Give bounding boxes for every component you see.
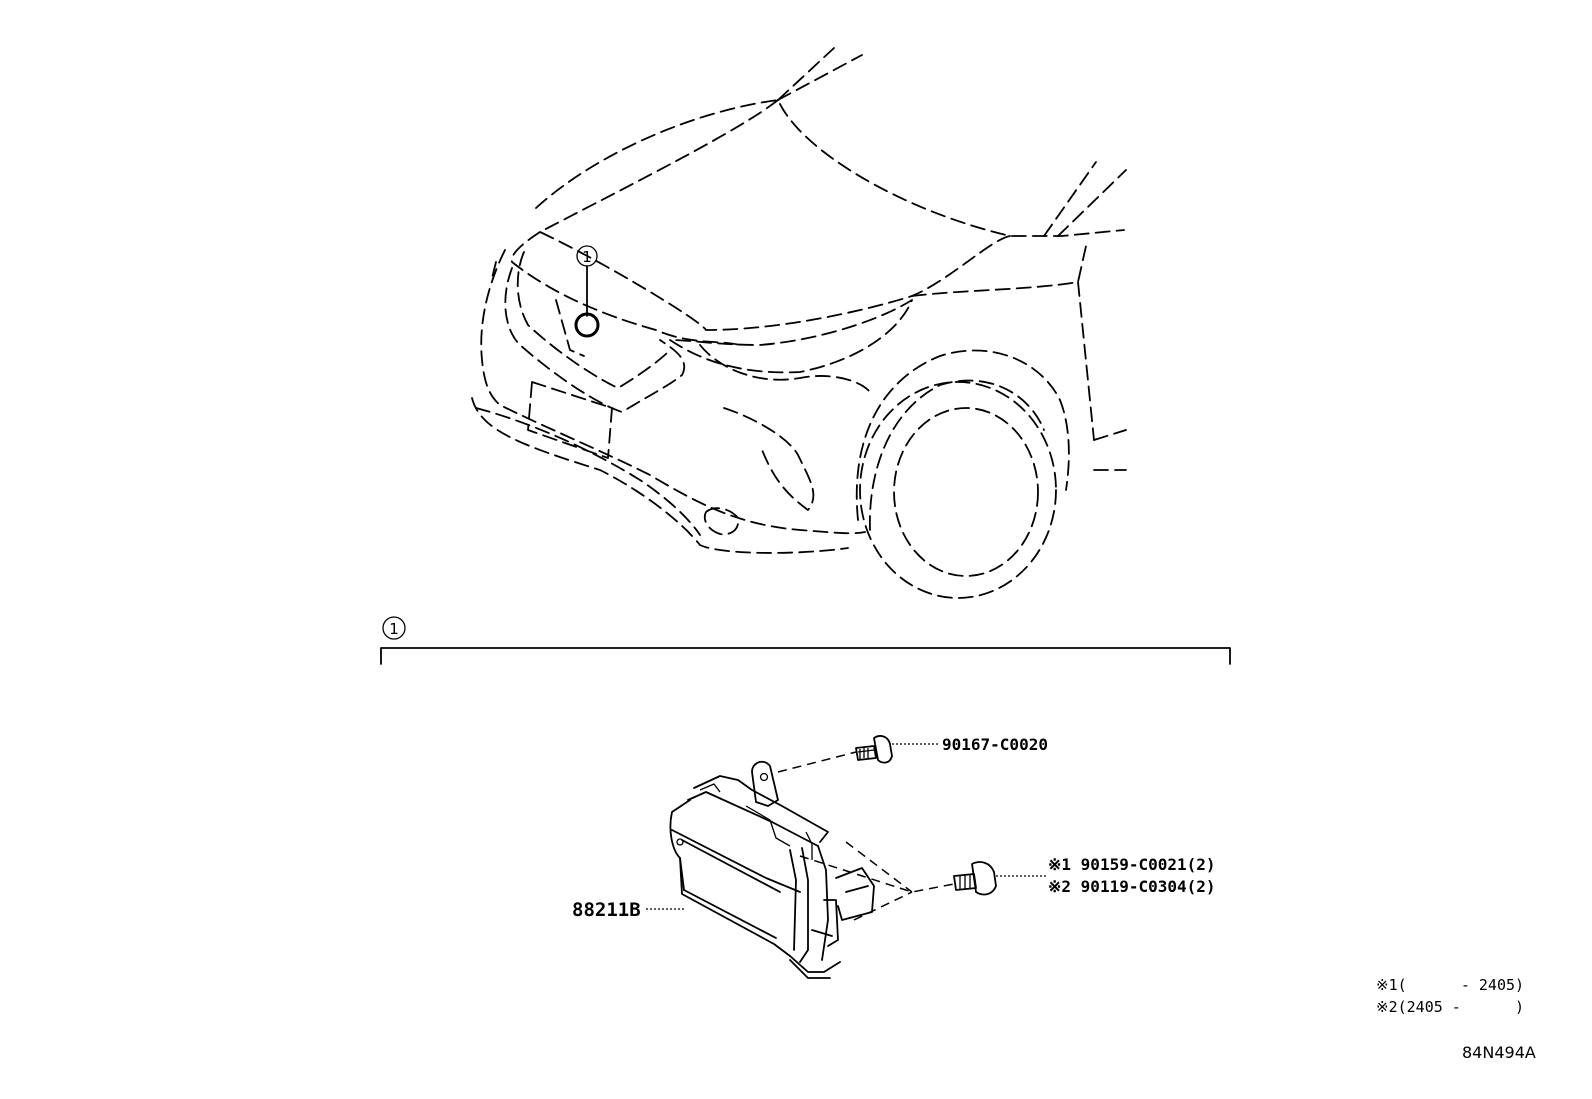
vehicle-front-outline — [471, 47, 1127, 599]
note-1: ※1( - 2405) — [1376, 976, 1524, 994]
callout-number: 1 — [582, 248, 592, 266]
detail-bracket: 1 — [380, 616, 1231, 665]
bolt-top — [855, 735, 893, 764]
part-number-sensor: 88211B — [572, 899, 641, 921]
radar-sensor-assembly — [669, 760, 875, 979]
part-number-bolt-side-2: ※2 90119-C0304(2) — [1048, 877, 1216, 896]
callout-marker: 1 — [555, 245, 600, 357]
part-number-bolt-top: 90167-C0020 — [942, 735, 1048, 754]
bracket-number: 1 — [389, 620, 399, 638]
note-2: ※2(2405 - ) — [1376, 998, 1524, 1016]
part-number-bolt-side-1: ※1 90159-C0021(2) — [1048, 855, 1216, 874]
diagram-code: 84N494A — [1462, 1043, 1536, 1062]
sensor-location-indicator — [574, 312, 600, 338]
leader-lines — [646, 743, 1046, 921]
bolt-side — [953, 861, 997, 896]
